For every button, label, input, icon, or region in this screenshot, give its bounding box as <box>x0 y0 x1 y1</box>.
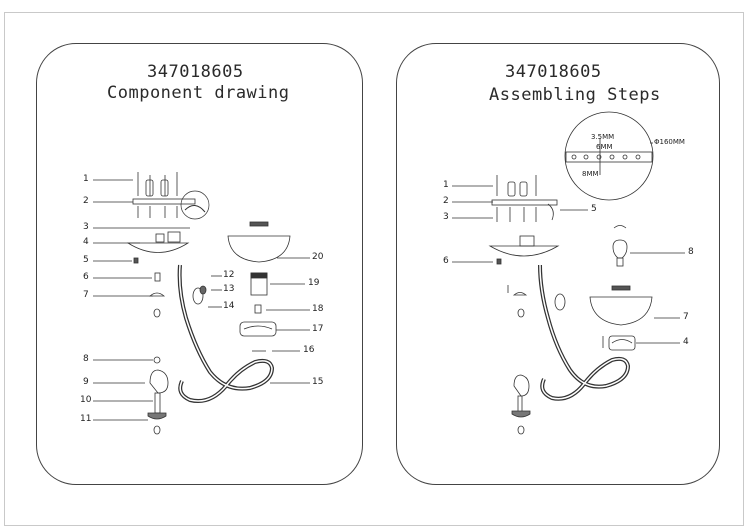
callout-12: 12 <box>223 270 235 280</box>
callout-14: 14 <box>223 301 235 311</box>
callout-10: 10 <box>80 395 92 405</box>
hole-size-6mm: 6MM <box>596 143 613 151</box>
callout-19: 19 <box>308 278 320 288</box>
callout-5: 5 <box>83 255 89 265</box>
right-product-code: 347018605 <box>505 62 602 82</box>
component-drawing-panel <box>36 43 363 485</box>
callout-15: 15 <box>312 377 324 387</box>
callout-2: 2 <box>83 196 89 206</box>
callout-11: 11 <box>80 414 92 424</box>
step-callout-8: 8 <box>688 247 694 257</box>
callout-13: 13 <box>223 284 235 294</box>
callout-1: 1 <box>83 174 89 184</box>
step-callout-1: 1 <box>443 180 449 190</box>
callout-4: 4 <box>83 237 89 247</box>
step-callout-7: 7 <box>683 312 689 322</box>
callout-20: 20 <box>312 252 324 262</box>
callout-17: 17 <box>312 324 324 334</box>
step-callout-4: 4 <box>683 337 689 347</box>
callout-6: 6 <box>83 272 89 282</box>
assembling-steps-panel <box>396 43 720 485</box>
callout-3: 3 <box>83 222 89 232</box>
hole-size-3.5mm: 3.5MM <box>591 133 615 141</box>
right-heading: Assembling Steps <box>489 85 661 105</box>
callout-18: 18 <box>312 304 324 314</box>
step-callout-3: 3 <box>443 212 449 222</box>
left-product-code: 347018605 <box>147 62 244 82</box>
step-callout-2: 2 <box>443 196 449 206</box>
left-heading: Component drawing <box>107 83 290 103</box>
callout-16: 16 <box>303 345 315 355</box>
diameter-label: Φ160MM <box>654 138 685 146</box>
page-border <box>4 12 744 526</box>
hole-size-8mm: 8MM <box>582 170 599 178</box>
callout-7: 7 <box>83 290 89 300</box>
step-callout-5: 5 <box>591 204 597 214</box>
step-callout-6: 6 <box>443 256 449 266</box>
callout-9: 9 <box>83 377 89 387</box>
callout-8: 8 <box>83 354 89 364</box>
